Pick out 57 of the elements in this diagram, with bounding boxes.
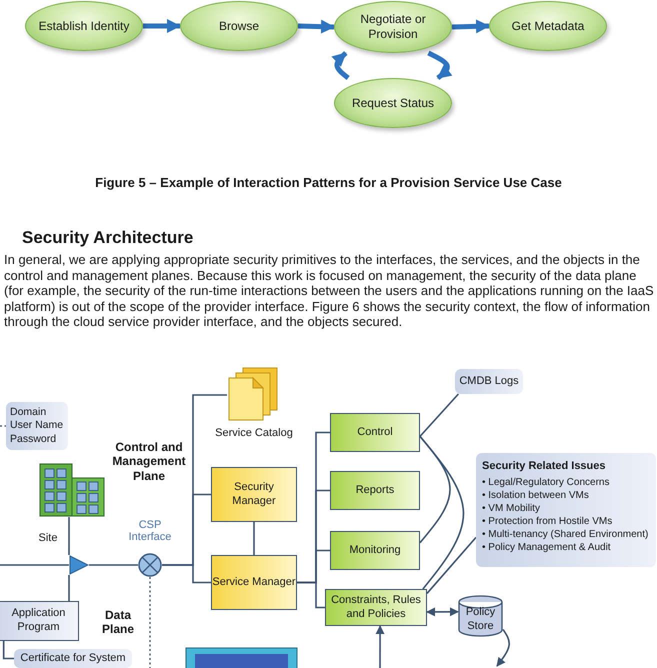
process-ellipse: Establish Identity (25, 1, 143, 51)
function-box: Control (330, 413, 420, 452)
interface-symbol (138, 553, 162, 577)
arrow (452, 19, 490, 34)
connector-line (297, 582, 325, 608)
plane-label: Control and Management Plane (111, 440, 187, 484)
manager-box: Security Manager (211, 467, 297, 522)
dashed-connector (149, 577, 151, 668)
function-box: Monitoring (330, 531, 420, 570)
caption-label: Site (38, 532, 58, 544)
body-paragraph: In general, we are applying appropriate security primitives to the interfaces, the services, and the objects in the control and management planes. Because this work is focused on management, the security of the data plane (for example, the security of the run-time interactions between the users and the applications running on the IaaS platform) is out of the scope of the provider interface. Figure 6 shows the security context, the flow of information through the cloud service provider interface, and the objects secured. (4, 252, 654, 330)
store-label: Policy Store (464, 605, 496, 634)
caption-label: Service Catalog (214, 427, 294, 439)
function-box: Constraints, Rules and Policies (325, 589, 427, 626)
process-ellipse: Browse (180, 1, 298, 51)
note-box: Domain User Name Password (6, 402, 68, 450)
arrow (298, 20, 335, 34)
arrow (376, 625, 385, 668)
connector-line (419, 436, 464, 590)
process-ellipse: Request Status (334, 78, 452, 128)
connector-line (0, 564, 69, 566)
panel-heading: Security Related Issues (482, 459, 606, 474)
connector-line (2, 641, 14, 660)
connector-line (68, 575, 70, 601)
triangle-symbol (69, 555, 89, 575)
interface-label: CSP Interface (128, 519, 172, 543)
document-stack-icon (227, 367, 279, 423)
connector-line (419, 393, 459, 437)
building-icon (39, 463, 105, 517)
plane-label: Data Plane (100, 608, 135, 637)
bullet-item: • Isolation between VMs (482, 489, 589, 502)
arrow (496, 628, 510, 667)
bullet-item: • Legal/Regulatory Concerns (482, 476, 610, 490)
section-heading: Security Architecture (22, 228, 194, 248)
connector-line (89, 564, 138, 566)
connector-line (162, 564, 211, 584)
function-box: Reports (330, 471, 420, 510)
process-ellipse: Negotiate or Provision (334, 1, 452, 53)
connector-line (253, 522, 255, 555)
dashed-connector (0, 425, 6, 427)
process-box: Application Program (0, 601, 79, 641)
note-panel (476, 453, 656, 567)
note-box: Certificate for System (14, 649, 132, 668)
manager-box: Service Manager (211, 555, 297, 610)
database-cylinder (458, 595, 503, 637)
bullet-item: • Protection from Hostile VMs (482, 515, 612, 528)
screen-box (185, 647, 298, 668)
arrow (143, 19, 181, 33)
figure-caption: Figure 5 – Example of Interaction Patterns for a Provision Service Use Case (94, 175, 563, 190)
bullet-item: • Multi-tenancy (Shared Environment) (482, 528, 648, 542)
process-ellipse: Get Metadata (489, 1, 607, 51)
connector-line (68, 517, 70, 555)
note-box: CMDB Logs (455, 369, 523, 394)
bullet-item: • VM Mobility (482, 502, 540, 516)
arrow (426, 607, 459, 616)
connector-line (426, 536, 477, 594)
bullet-item: • Policy Management & Audit (482, 541, 611, 554)
